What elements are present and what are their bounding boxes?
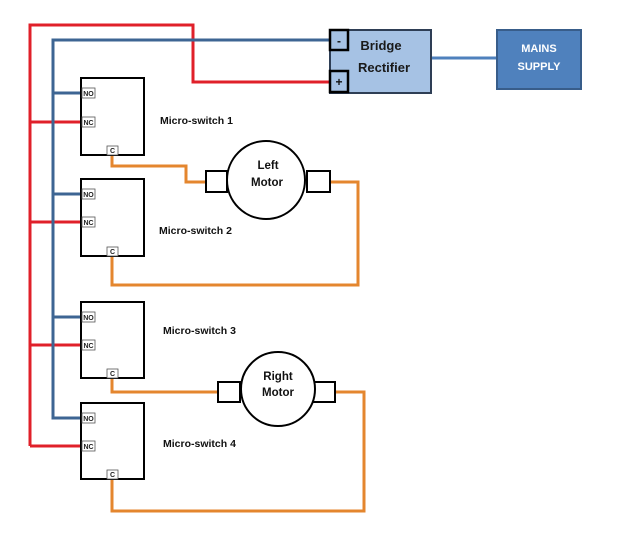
- right-motor: Right Motor: [217, 351, 336, 427]
- rectifier-label-line2: Rectifier: [358, 60, 410, 75]
- pin-c-box: [106, 145, 119, 156]
- pin-nc-label: NC: [83, 220, 93, 227]
- rectifier-label-line1: Bridge: [360, 38, 401, 53]
- pin-c-box: [106, 246, 119, 257]
- positive-wire-main: [28, 23, 330, 446]
- pin-nc-box: [81, 339, 96, 351]
- mains-supply: MAINS SUPPLY: [496, 29, 582, 90]
- positive-bus: [28, 23, 330, 448]
- negative-wire-main: [51, 38, 330, 420]
- rectifier-negative-terminal: [328, 28, 350, 52]
- right-motor-wire-b: [110, 390, 366, 513]
- motor-terminal-left: [205, 170, 228, 193]
- micro-switch-3: NO NC C Micro-switch 3: [80, 301, 236, 379]
- rectifier-positive-symbol: +: [335, 75, 342, 89]
- pin-nc-label: NC: [83, 343, 93, 350]
- motor-terminal-left: [217, 381, 241, 403]
- motor-terminal-right: [306, 170, 331, 193]
- pin-c-label: C: [110, 249, 115, 256]
- pin-c-label: C: [110, 472, 115, 479]
- motor-label-line2: Motor: [251, 177, 283, 189]
- pin-nc-box: [81, 116, 96, 128]
- rectifier-negative-symbol: -: [337, 34, 341, 48]
- switch-label: Micro-switch 1: [160, 115, 233, 127]
- pin-nc-box: [81, 440, 96, 452]
- pin-no-box: [81, 87, 96, 99]
- motor-label-line1: Left: [257, 160, 278, 172]
- switch-label: Micro-switch 2: [159, 225, 232, 237]
- mains-label-line1: MAINS: [521, 43, 556, 55]
- pin-nc-label: NC: [83, 444, 93, 451]
- pin-no-label: NO: [83, 315, 94, 322]
- left-motor: Left Motor: [205, 140, 331, 220]
- pin-no-box: [81, 311, 96, 323]
- pin-no-box: [81, 412, 96, 424]
- pin-no-label: NO: [83, 192, 94, 199]
- motor-label-line2: Motor: [262, 387, 294, 399]
- left-motor-wire-a: [110, 155, 206, 184]
- negative-bus: [51, 38, 330, 420]
- mains-label-line2: SUPPLY: [517, 61, 561, 73]
- switch-label: Micro-switch 4: [163, 438, 236, 450]
- motor-wires: [110, 155, 366, 513]
- pin-c-box: [106, 368, 119, 379]
- motor-label-line1: Right: [263, 371, 293, 383]
- motor-body: [226, 140, 306, 220]
- pin-nc-box: [81, 216, 96, 228]
- left-motor-wire-b: [110, 180, 360, 287]
- bridge-rectifier: - + Bridge Rectifier: [328, 28, 432, 94]
- pin-no-label: NO: [83, 91, 94, 98]
- pin-c-label: C: [110, 371, 115, 378]
- switch-label: Micro-switch 3: [163, 325, 236, 337]
- micro-switch-4: NO NC C Micro-switch 4: [80, 402, 236, 480]
- right-motor-wire-a: [110, 378, 218, 394]
- mains-box: [496, 29, 582, 90]
- rectifier-positive-terminal: [328, 69, 350, 94]
- pin-no-label: NO: [83, 416, 94, 423]
- micro-switch-1: NO NC C Micro-switch 1: [80, 77, 233, 156]
- pin-no-box: [81, 188, 96, 200]
- motor-body: [240, 351, 316, 427]
- pin-c-box: [106, 469, 119, 480]
- pin-nc-label: NC: [83, 120, 93, 127]
- motor-terminal-right: [312, 381, 336, 403]
- micro-switch-2: NO NC C Micro-switch 2: [80, 178, 232, 257]
- pin-c-label: C: [110, 148, 115, 155]
